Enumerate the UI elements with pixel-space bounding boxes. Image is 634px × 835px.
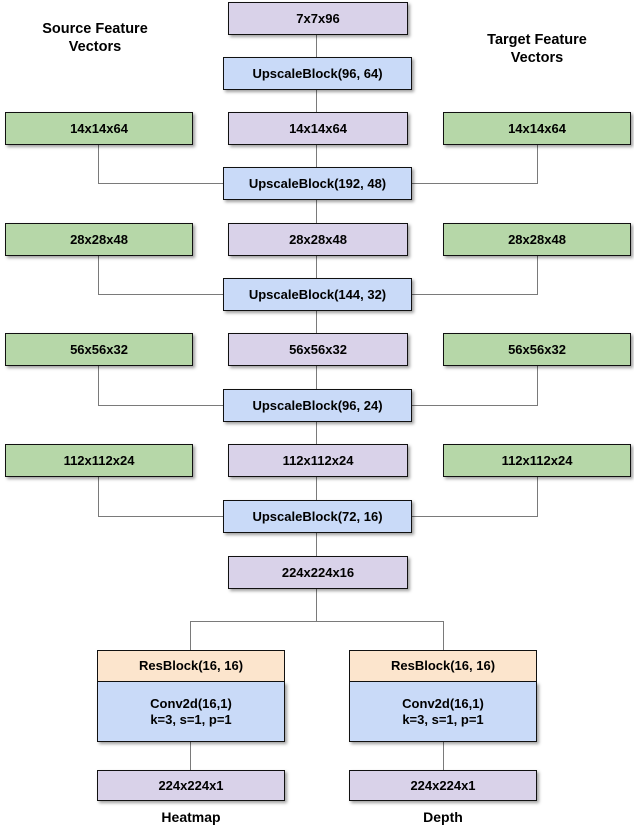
head-1-caption: Depth bbox=[423, 809, 463, 825]
spine-node-7: UpscaleBlock(96, 24) bbox=[223, 389, 412, 422]
connector-target-2-horizontal bbox=[410, 294, 538, 296]
target-feature-box-1: 28x28x48 bbox=[443, 223, 631, 256]
connector-source-1-vertical bbox=[98, 145, 100, 184]
head-0-conv: Conv2d(16,1) k=3, s=1, p=1 bbox=[97, 682, 285, 742]
head-1-conv: Conv2d(16,1) k=3, s=1, p=1 bbox=[349, 682, 537, 742]
spine-node-10: 224x224x16 bbox=[228, 556, 408, 589]
spine-node-9: UpscaleBlock(72, 16) bbox=[223, 500, 412, 533]
source-feature-box-2: 56x56x32 bbox=[5, 333, 193, 366]
connector-head-right-output bbox=[443, 742, 445, 771]
source-feature-box-0: 14x14x64 bbox=[5, 112, 193, 145]
source-feature-box-3: 112x112x24 bbox=[5, 444, 193, 477]
target-feature-box-0: 14x14x64 bbox=[443, 112, 631, 145]
spine-node-4: 28x28x48 bbox=[228, 223, 408, 256]
head-0-caption: Heatmap bbox=[161, 809, 221, 825]
spine-node-1: UpscaleBlock(96, 64) bbox=[223, 57, 412, 90]
target-feature-vectors-title: Target Feature Vectors bbox=[487, 32, 587, 67]
connector-fork-stem bbox=[316, 589, 318, 622]
connector-spine-5 bbox=[316, 256, 318, 278]
target-feature-box-2: 56x56x32 bbox=[443, 333, 631, 366]
connector-spine-1 bbox=[316, 35, 318, 57]
spine-node-3: UpscaleBlock(192, 48) bbox=[223, 167, 412, 200]
spine-node-0: 7x7x96 bbox=[228, 2, 408, 35]
connector-spine-6 bbox=[316, 311, 318, 333]
connector-source-2-horizontal bbox=[98, 294, 225, 296]
source-feature-vectors-title: Source Feature Vectors bbox=[42, 21, 148, 56]
spine-node-6: 56x56x32 bbox=[228, 333, 408, 366]
target-feature-box-3: 112x112x24 bbox=[443, 444, 631, 477]
connector-spine-2 bbox=[316, 90, 318, 112]
spine-node-8: 112x112x24 bbox=[228, 444, 408, 477]
spine-node-2: 14x14x64 bbox=[228, 112, 408, 145]
head-0-output: 224x224x1 bbox=[97, 770, 285, 801]
connector-spine-4 bbox=[316, 200, 318, 223]
spine-node-5: UpscaleBlock(144, 32) bbox=[223, 278, 412, 311]
connector-source-3-horizontal bbox=[98, 405, 225, 407]
source-feature-box-1: 28x28x48 bbox=[5, 223, 193, 256]
connector-head-left-output bbox=[190, 742, 192, 771]
connector-target-3-horizontal bbox=[410, 405, 538, 407]
connector-fork-bar bbox=[190, 621, 443, 623]
connector-target-1-vertical bbox=[537, 145, 539, 184]
connector-fork-right bbox=[443, 621, 445, 650]
connector-source-4-horizontal bbox=[98, 516, 225, 518]
head-1-output: 224x224x1 bbox=[349, 770, 537, 801]
head-0-resblock: ResBlock(16, 16) bbox=[97, 650, 285, 682]
connector-source-1-horizontal bbox=[98, 183, 225, 185]
connector-target-1-horizontal bbox=[410, 183, 538, 185]
head-1-resblock: ResBlock(16, 16) bbox=[349, 650, 537, 682]
connector-spine-9 bbox=[316, 477, 318, 500]
connector-target-4-horizontal bbox=[410, 516, 538, 518]
connector-target-4-vertical bbox=[537, 477, 539, 516]
connector-spine-8 bbox=[316, 422, 318, 444]
connector-source-3-vertical bbox=[98, 366, 100, 405]
connector-target-2-vertical bbox=[537, 256, 539, 295]
connector-spine-3 bbox=[316, 145, 318, 167]
connector-source-2-vertical bbox=[98, 256, 100, 295]
connector-source-4-vertical bbox=[98, 477, 100, 516]
connector-spine-7 bbox=[316, 366, 318, 389]
connector-fork-left bbox=[190, 621, 192, 650]
connector-spine-10 bbox=[316, 533, 318, 556]
connector-target-3-vertical bbox=[537, 366, 539, 405]
